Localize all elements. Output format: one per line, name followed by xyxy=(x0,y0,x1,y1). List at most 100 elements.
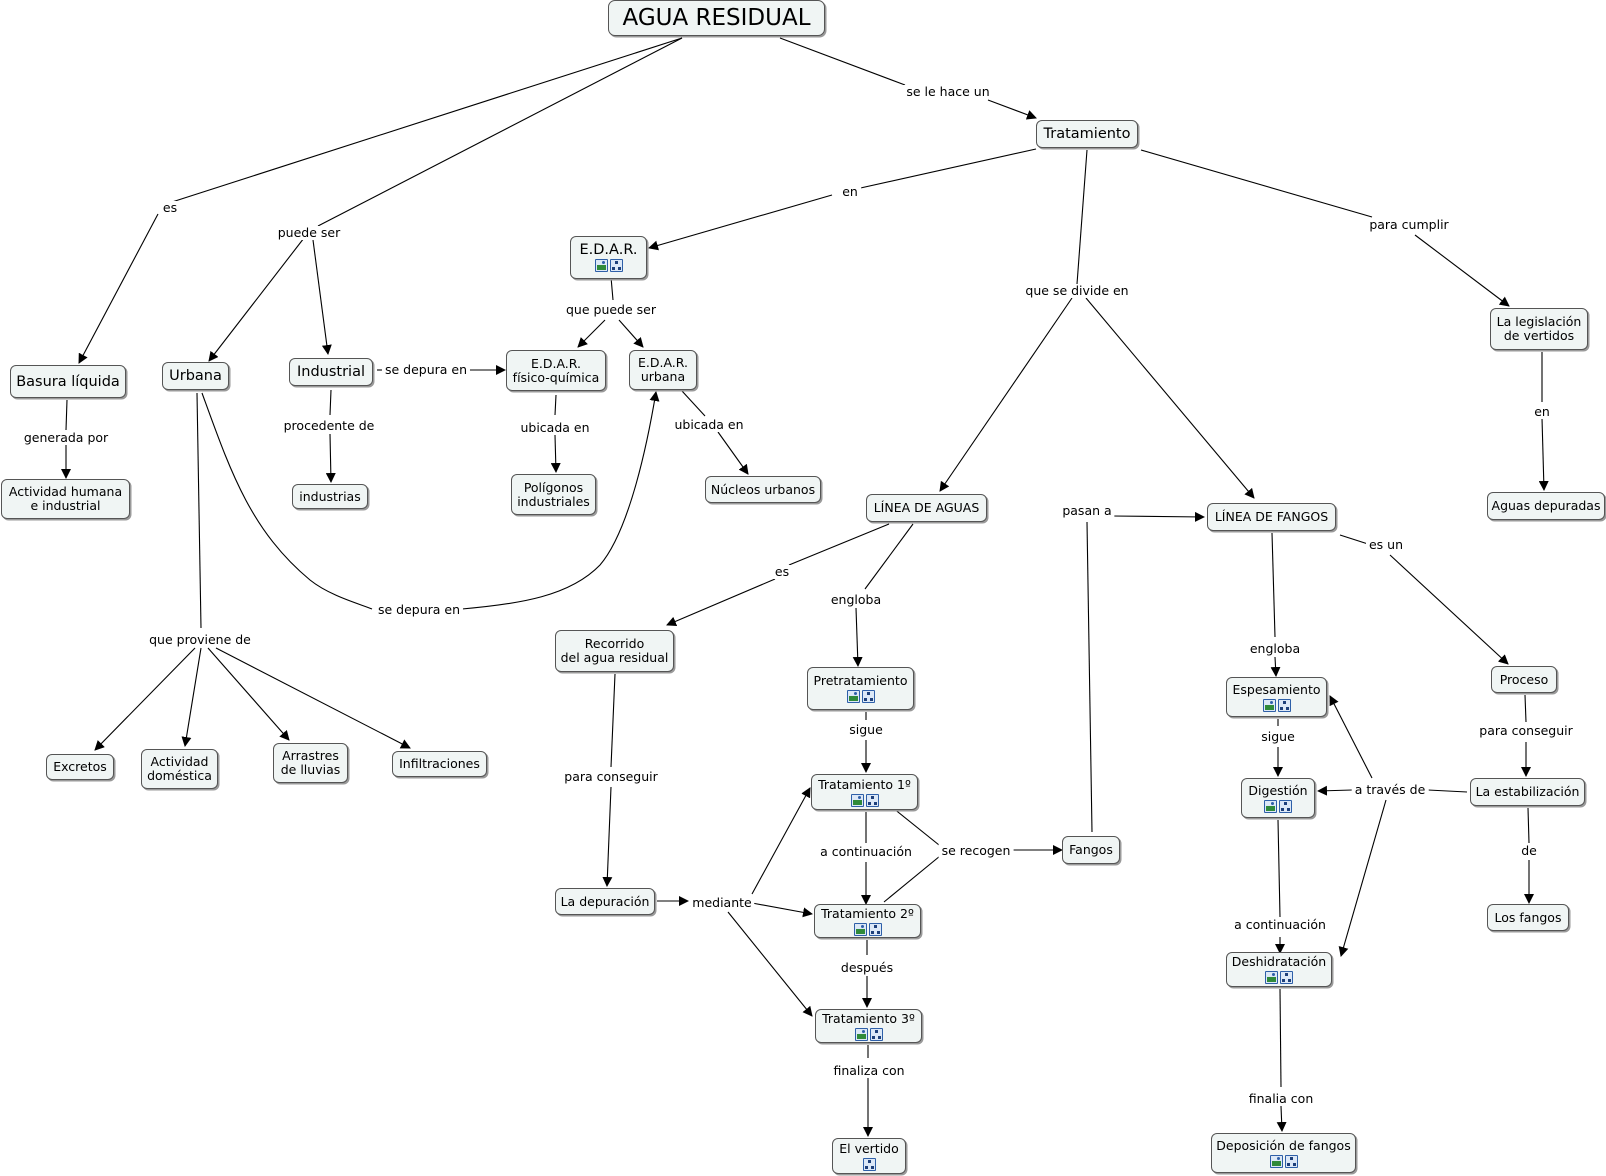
node-nucleos-urbanos[interactable]: Núcleos urbanos xyxy=(705,476,821,503)
concept-map-icon[interactable] xyxy=(865,793,879,807)
node-proceso-text: Proceso xyxy=(1499,671,1549,687)
link-label-que-se-divide-en: que se divide en xyxy=(1022,284,1132,298)
link-label-despues: después xyxy=(837,961,897,975)
node-legislacion-vertidos[interactable]: La legislación de vertidos xyxy=(1490,308,1588,350)
concept-map-icon[interactable] xyxy=(1279,799,1292,813)
node-el-vertido-text: El vertido xyxy=(839,1140,899,1156)
node-estabilizacion[interactable]: La estabilización xyxy=(1470,778,1585,806)
node-el-vertido-icons xyxy=(862,1157,876,1171)
link-label-sigue: sigue xyxy=(1258,730,1298,744)
node-industrias-text: industrias xyxy=(299,488,361,504)
node-actividad-humana[interactable]: Actividad humana e industrial xyxy=(1,479,130,519)
node-infiltraciones[interactable]: Infiltraciones xyxy=(392,751,487,777)
node-nucleos-urbanos-text: Núcleos urbanos xyxy=(710,481,816,497)
node-linea-aguas[interactable]: LÍNEA DE AGUAS xyxy=(866,494,987,522)
node-actividad-domestica-text: Actividad doméstica xyxy=(147,754,212,783)
link-label-es-un: es un xyxy=(1365,538,1407,552)
concept-map-icon[interactable] xyxy=(1277,698,1291,712)
concept-map-icon[interactable] xyxy=(868,922,882,936)
node-proceso[interactable]: Proceso xyxy=(1491,666,1557,693)
link-label-a-continuacion: a continuación xyxy=(817,845,915,859)
node-edar-text: E.D.A.R. xyxy=(579,242,638,258)
link-label-para-cumplir: para cumplir xyxy=(1366,218,1452,232)
node-industrial[interactable]: Industrial xyxy=(289,358,373,386)
node-poligonos-industriales[interactable]: Polígonos industriales xyxy=(511,474,596,515)
link-label-se-depura-en: se depura en xyxy=(381,363,471,377)
node-edar-fisico-quimica[interactable]: E.D.A.R. físico-química xyxy=(506,350,606,391)
node-los-fangos-text: Los fangos xyxy=(1494,909,1562,925)
node-tratamiento-1-text: Tratamiento 1º xyxy=(818,776,911,792)
node-basura-liquida-text: Basura líquida xyxy=(16,373,120,390)
link-label-que-puede-ser: que puede ser xyxy=(562,303,660,317)
node-aguas-depuradas[interactable]: Aguas depuradas xyxy=(1487,492,1605,520)
node-pretratamiento-icons xyxy=(846,690,875,703)
node-arrastres-lluvias-text: Arrastres de lluvias xyxy=(280,748,341,777)
image-icon[interactable] xyxy=(1265,971,1278,984)
node-digestion[interactable]: Digestión xyxy=(1241,778,1315,818)
node-tratamiento-1[interactable]: Tratamiento 1º xyxy=(811,774,918,810)
concept-map-icon[interactable] xyxy=(1284,1154,1298,1168)
node-tratamiento-text: Tratamiento xyxy=(1043,126,1131,142)
node-deshidratacion[interactable]: Deshidratación xyxy=(1226,952,1332,987)
node-poligonos-industriales-text: Polígonos industriales xyxy=(517,479,590,509)
link-label-para-conseguir: para conseguir xyxy=(1476,724,1576,738)
image-icon[interactable] xyxy=(1269,1154,1283,1168)
link-label-es: es xyxy=(159,201,181,215)
concept-map-icon[interactable] xyxy=(869,1027,883,1041)
node-arrastres-lluvias[interactable]: Arrastres de lluvias xyxy=(273,743,348,783)
node-linea-fangos[interactable]: LÍNEA DE FANGOS xyxy=(1207,503,1336,531)
node-urbana[interactable]: Urbana xyxy=(162,362,229,390)
concept-map-icon[interactable] xyxy=(862,1157,876,1171)
node-industrias[interactable]: industrias xyxy=(292,484,368,509)
node-urbana-text: Urbana xyxy=(169,368,222,384)
node-basura-liquida[interactable]: Basura líquida xyxy=(10,365,126,398)
node-edar-icons xyxy=(594,259,623,272)
link-label-a-continuacion: a continuación xyxy=(1231,918,1329,932)
node-legislacion-vertidos-text: La legislación de vertidos xyxy=(1496,314,1582,343)
node-pretratamiento[interactable]: Pretratamiento xyxy=(807,667,914,710)
concept-map-icon[interactable] xyxy=(1280,971,1293,984)
image-icon[interactable] xyxy=(1264,799,1277,813)
image-icon[interactable] xyxy=(850,793,864,807)
node-el-vertido[interactable]: El vertido xyxy=(832,1138,906,1174)
node-edar-fisico-quimica-text: E.D.A.R. físico-química xyxy=(512,355,600,385)
node-agua-residual[interactable]: AGUA RESIDUAL xyxy=(608,0,825,36)
node-espesamiento[interactable]: Espesamiento xyxy=(1226,677,1327,717)
node-deposicion-fangos[interactable]: Deposición de fangos xyxy=(1211,1133,1356,1173)
image-icon[interactable] xyxy=(853,922,867,936)
node-digestion-icons xyxy=(1264,799,1292,813)
node-fangos-text: Fangos xyxy=(1069,842,1113,857)
image-icon[interactable] xyxy=(854,1027,868,1041)
node-depuracion[interactable]: La depuración xyxy=(555,888,655,915)
node-agua-residual-text: AGUA RESIDUAL xyxy=(622,5,811,31)
node-recorrido-text: Recorrido del agua residual xyxy=(560,636,669,665)
node-infiltraciones-text: Infiltraciones xyxy=(399,756,480,771)
concept-map-icon[interactable] xyxy=(609,259,623,272)
node-deshidratacion-text: Deshidratación xyxy=(1231,954,1327,969)
link-label-puede-ser: puede ser xyxy=(274,226,344,240)
node-actividad-domestica[interactable]: Actividad doméstica xyxy=(141,749,218,789)
concept-map-icon[interactable] xyxy=(861,690,875,703)
link-label-se-depura-en: se depura en xyxy=(374,603,464,617)
image-icon[interactable] xyxy=(1262,698,1276,712)
node-recorrido[interactable]: Recorrido del agua residual xyxy=(555,630,674,672)
node-tratamiento-3-text: Tratamiento 3º xyxy=(822,1010,915,1026)
node-depuracion-text: La depuración xyxy=(560,893,650,909)
image-icon[interactable] xyxy=(846,690,860,703)
node-tratamiento-3[interactable]: Tratamiento 3º xyxy=(815,1009,922,1043)
link-label-en: en xyxy=(1531,405,1553,419)
node-los-fangos[interactable]: Los fangos xyxy=(1487,904,1569,931)
node-excretos[interactable]: Excretos xyxy=(46,754,114,780)
node-tratamiento[interactable]: Tratamiento xyxy=(1036,120,1138,148)
node-edar[interactable]: E.D.A.R. xyxy=(570,236,647,279)
link-label-engloba: engloba xyxy=(827,593,885,607)
link-label-engloba: engloba xyxy=(1246,642,1304,656)
node-fangos[interactable]: Fangos xyxy=(1062,836,1120,864)
node-digestion-text: Digestión xyxy=(1248,782,1308,798)
node-tratamiento-2-text: Tratamiento 2º xyxy=(821,905,914,921)
node-tratamiento-2[interactable]: Tratamiento 2º xyxy=(814,904,921,938)
image-icon[interactable] xyxy=(594,259,608,272)
link-label-pasan-a: pasan a xyxy=(1059,504,1115,518)
link-label-ubicada-en: ubicada en xyxy=(671,418,747,432)
node-edar-urbana[interactable]: E.D.A.R. urbana xyxy=(629,350,697,390)
